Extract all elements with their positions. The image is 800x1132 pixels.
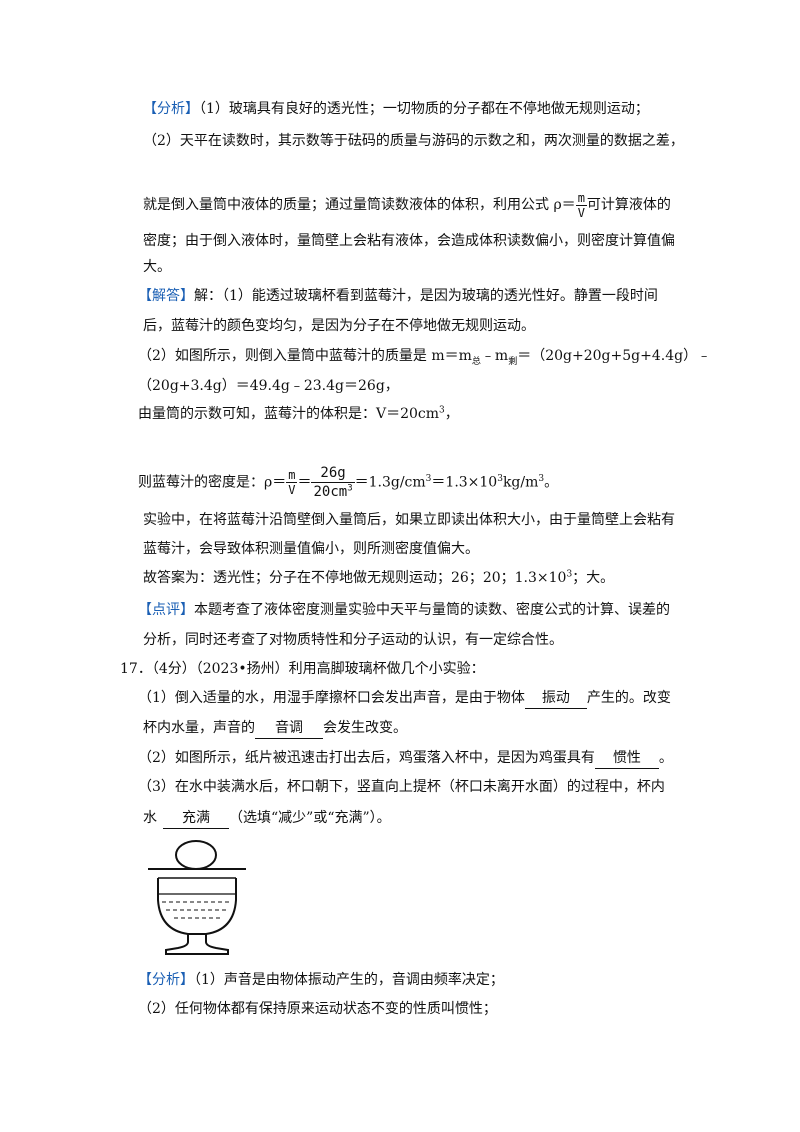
goblet-egg-figure bbox=[148, 840, 246, 955]
review-tag: 【点评】 bbox=[138, 602, 194, 618]
goblet-bowl bbox=[157, 878, 237, 935]
answer-line-9: 故答案为：透光性；分子在不停地做无规则运动；26；20；1.3×103；大。 bbox=[143, 569, 615, 586]
analysis-line-5: 大。 bbox=[143, 259, 171, 275]
q17-answer-2: 音调 bbox=[255, 718, 323, 739]
answer-tag: 【解答】 bbox=[138, 288, 194, 304]
review-line-1: 【点评】本题考查了液体密度测量实验中天平与量筒的读数、密度公式的计算、误差的 bbox=[138, 602, 670, 618]
question-17-heading: 17．（4分）（2023•扬州）利用高脚玻璃杯做几个小实验： bbox=[120, 661, 485, 677]
q17-line-3: （2）如图所示，纸片被迅速击打出去后，鸡蛋落入杯中，是因为鸡蛋具有惯性。 bbox=[138, 748, 673, 769]
q17-answer-4: 充满 bbox=[163, 808, 229, 829]
analysis2-line-2: （2）任何物体都有保持原来运动状态不变的性质叫惯性； bbox=[138, 1001, 497, 1017]
q17-line-2: 杯内水量，声音的音调会发生改变。 bbox=[143, 718, 407, 739]
q17-line-5: 水充满（选填“减少”或“充满”）。 bbox=[143, 808, 391, 829]
answer-line-1: 【解答】解：（1）能透过玻璃杯看到蓝莓汁，是因为玻璃的透光性好。静置一段时间 bbox=[138, 288, 658, 304]
answer-line-7: 实验中，在将蓝莓汁沿筒壁倒入量筒后，如果立即读出体积大小，由于量筒壁上会粘有 bbox=[143, 512, 675, 528]
analysis-tag: 【分析】 bbox=[143, 101, 199, 117]
analysis-line-2: （2）天平在读数时，其示数等于砝码的质量与游码的示数之和，两次测量的数据之差， bbox=[143, 133, 684, 149]
answer-line-2: 后，蓝莓汁的颜色变均匀，是因为分子在不停地做无规则运动。 bbox=[143, 318, 535, 334]
goblet-stem bbox=[165, 934, 229, 955]
analysis2-tag: 【分析】 bbox=[138, 972, 194, 988]
q17-line-4: （3）在水中装满水后，杯口朝下，竖直向上提杯（杯口未离开水面）的过程中，杯内 bbox=[138, 779, 665, 795]
q17-line-1: （1）倒入适量的水，用湿手摩擦杯口会发出声音，是由于物体振动产生的。改变 bbox=[138, 688, 671, 709]
answer-line-8: 蓝莓汁，会导致体积测量值偏小，则所测密度值偏大。 bbox=[143, 541, 479, 557]
answer-line-3: （2）如图所示，则倒入量筒中蓝莓汁的质量是 m＝m总﹣m剩＝（20g+20g+5… bbox=[138, 348, 712, 367]
q17-answer-3: 惯性 bbox=[594, 748, 659, 769]
q17-answer-1: 振动 bbox=[524, 688, 587, 709]
analysis2-line-1: 【分析】（1）声音是由物体振动产生的，音调由频率决定； bbox=[138, 972, 504, 988]
review-line-2: 分析，同时还考查了对物质特性和分子运动的认识，有一定综合性。 bbox=[143, 632, 563, 648]
answer-line-5: 由量筒的示数可知，蓝莓汁的体积是：V＝20cm3， bbox=[138, 405, 459, 422]
analysis-line-1: 【分析】（1）玻璃具有良好的透光性；一切物质的分子都在不停地做无规则运动； bbox=[143, 101, 649, 117]
answer-line-4: （20g+3.4g）＝49.4g﹣23.4g＝26g， bbox=[138, 378, 399, 394]
egg-shape bbox=[175, 840, 217, 870]
analysis-line-4: 密度；由于倒入液体时，量筒壁上会粘有液体，会造成体积读数偏小，则密度计算值偏 bbox=[143, 233, 675, 249]
